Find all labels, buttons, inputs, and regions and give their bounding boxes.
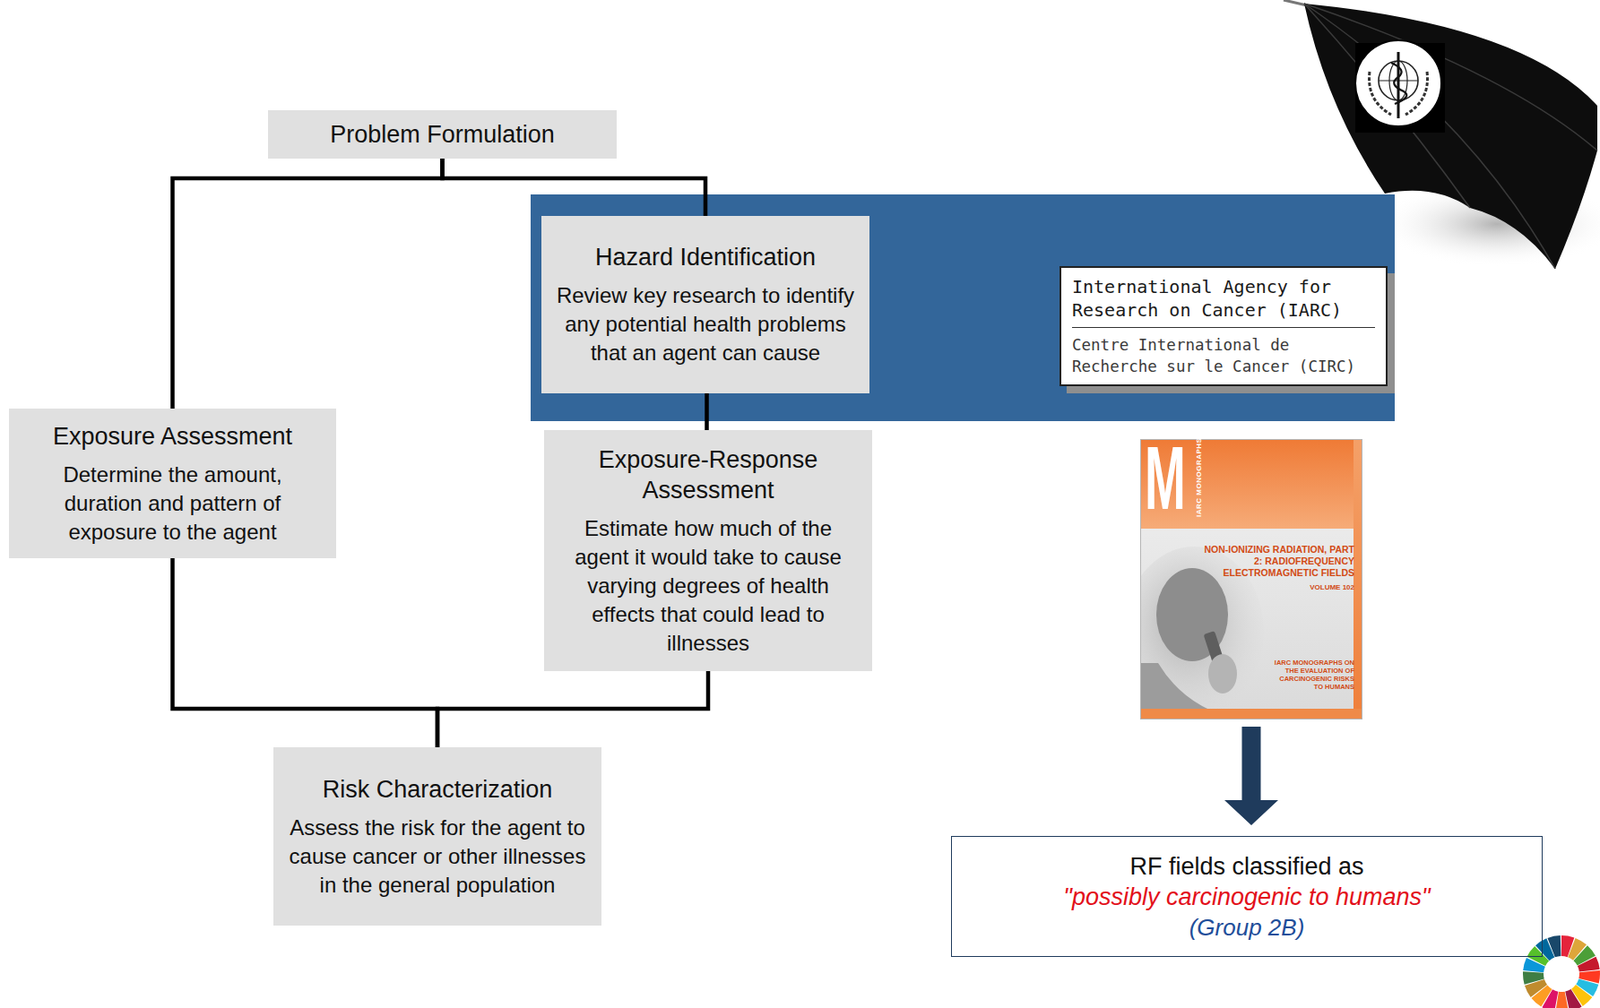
block-arrow — [1224, 726, 1279, 826]
classification-box: RF fields classified as"possibly carcino… — [951, 836, 1543, 958]
cover-photo-phone — [1203, 631, 1229, 679]
emblem-serpent — [1391, 62, 1407, 104]
process-box: Problem Formulation — [268, 110, 617, 159]
process-box: Hazard IdentificationReview key research… — [541, 216, 870, 394]
sdg-segment — [1533, 946, 1591, 1004]
box-body: Assess the risk for the agent to cause c… — [285, 813, 589, 900]
emblem-laurel — [1369, 71, 1393, 115]
classification-group: (Group 2B) — [966, 912, 1528, 943]
umbrella-rib — [1304, 3, 1471, 208]
cover-series-name: IARC MONOGRAPHS — [1194, 438, 1204, 518]
cover-side-strip — [1353, 439, 1363, 720]
cover-series-note: IARC MONOGRAPHS ON THE EVALUATION OF CAR… — [1271, 658, 1355, 692]
classification-quote: "possibly carcinogenic to humans" — [966, 882, 1528, 913]
emblem-backing — [1355, 43, 1445, 133]
sdg-segment — [1533, 946, 1591, 1004]
process-box: Exposure AssessmentDetermine the amount,… — [8, 408, 337, 559]
cover-title: NON-IONIZING RADIATION, PART 2: RADIOFRE… — [1194, 544, 1355, 580]
cover-photo-shoulder — [1140, 663, 1239, 720]
box-heading: Problem Formulation — [280, 119, 605, 150]
who-emblem — [1355, 40, 1442, 127]
umbrella-canopy — [1304, 3, 1598, 269]
sdg-segment — [1533, 946, 1591, 1004]
box-heading: Hazard Identification — [553, 242, 857, 273]
cover-photo-head — [1156, 568, 1229, 662]
agency-name: International Agency for Research on Can… — [1072, 275, 1376, 329]
sdg-wheel-ring — [1533, 946, 1591, 1004]
bracket-line — [437, 671, 709, 748]
classification-intro: RF fields classified as — [966, 851, 1528, 883]
monograph-cover: MIARC MONOGRAPHSNON-IONIZING RADIATION, … — [1140, 439, 1363, 720]
bracket-line — [172, 158, 443, 409]
box-heading: Exposure-Response Assessment — [556, 444, 860, 506]
box-heading: Risk Characterization — [285, 774, 589, 805]
emblem-staff — [1397, 51, 1401, 119]
emblem-meridian — [1389, 60, 1408, 101]
emblem-globe — [1378, 60, 1419, 101]
sdg-segment — [1533, 946, 1591, 1004]
sdg-segment — [1533, 946, 1591, 1004]
box-body: Estimate how much of the agent it would … — [556, 514, 860, 658]
sdg-segment — [1533, 946, 1591, 1004]
cover-photo-hand — [1208, 654, 1237, 694]
bracket-line — [442, 158, 707, 217]
cover-volume: VOLUME 102 — [1248, 583, 1355, 593]
process-box: Risk CharacterizationAssess the risk for… — [273, 747, 602, 926]
sdg-segment — [1533, 946, 1591, 1004]
sdg-segment — [1533, 946, 1591, 1004]
sdg-segment — [1533, 946, 1591, 1004]
bracket-line — [704, 393, 710, 431]
process-box: Exposure-Response AssessmentEstimate how… — [544, 430, 873, 672]
bracket-line — [172, 558, 439, 748]
connector-group — [172, 158, 1280, 826]
sdg-segment — [1533, 946, 1591, 1004]
box-body: Determine the amount, duration and patte… — [21, 460, 324, 547]
sdg-segment — [1533, 946, 1591, 1004]
sdg-segment — [1533, 946, 1591, 1004]
cover-logo-letter: M — [1144, 432, 1186, 523]
umbrella-tip — [1283, 0, 1307, 6]
box-heading: Exposure Assessment — [21, 421, 324, 452]
sdg-segment — [1533, 946, 1591, 1004]
sdg-segment — [1533, 946, 1591, 1004]
sdg-segment — [1533, 946, 1591, 1004]
umbrella-shadow — [1375, 181, 1600, 268]
sdg-segment — [1533, 946, 1591, 1004]
agency-name: Centre International de Recherche sur le… — [1072, 334, 1376, 378]
cover-bottom-band — [1140, 709, 1363, 720]
sdg-segment — [1533, 946, 1591, 1004]
box-body: Review key research to identify any pote… — [553, 281, 857, 368]
emblem-laurel — [1405, 71, 1428, 115]
agency-label-box: International Agency for Research on Can… — [1059, 266, 1388, 387]
umbrella-rib — [1304, 3, 1598, 151]
emblem-disc — [1355, 40, 1442, 127]
umbrella-ribs — [1304, 3, 1598, 269]
umbrella-rib — [1304, 3, 1556, 269]
emblem-equator — [1378, 79, 1419, 81]
